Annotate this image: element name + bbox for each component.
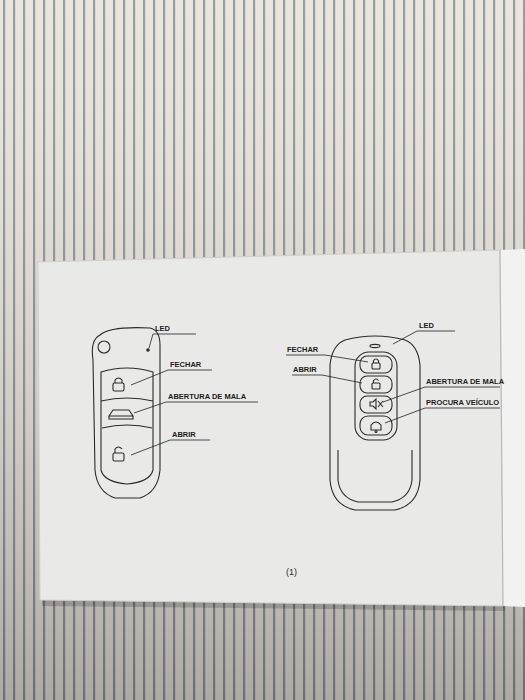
part-label: LED — [419, 321, 434, 330]
part-label: ABERTURA DE MALA — [426, 377, 504, 386]
flip-key-fob — [92, 328, 160, 498]
remote-key-fob — [330, 336, 420, 510]
part-label: FECHAR — [170, 360, 201, 369]
part-label: PROCURA VEÍCULO — [426, 398, 499, 407]
page-number: (1) — [286, 567, 297, 578]
part-label: ABERTURA DE MALA — [168, 392, 246, 401]
manual-page — [38, 250, 503, 606]
part-label: ABRIR — [293, 365, 317, 374]
part-label: FECHAR — [287, 345, 318, 354]
part-label: ABRIR — [172, 430, 196, 439]
leader-lines — [131, 331, 500, 455]
page-fold — [500, 250, 503, 606]
part-label: LED — [155, 324, 170, 333]
next-page — [500, 249, 525, 607]
